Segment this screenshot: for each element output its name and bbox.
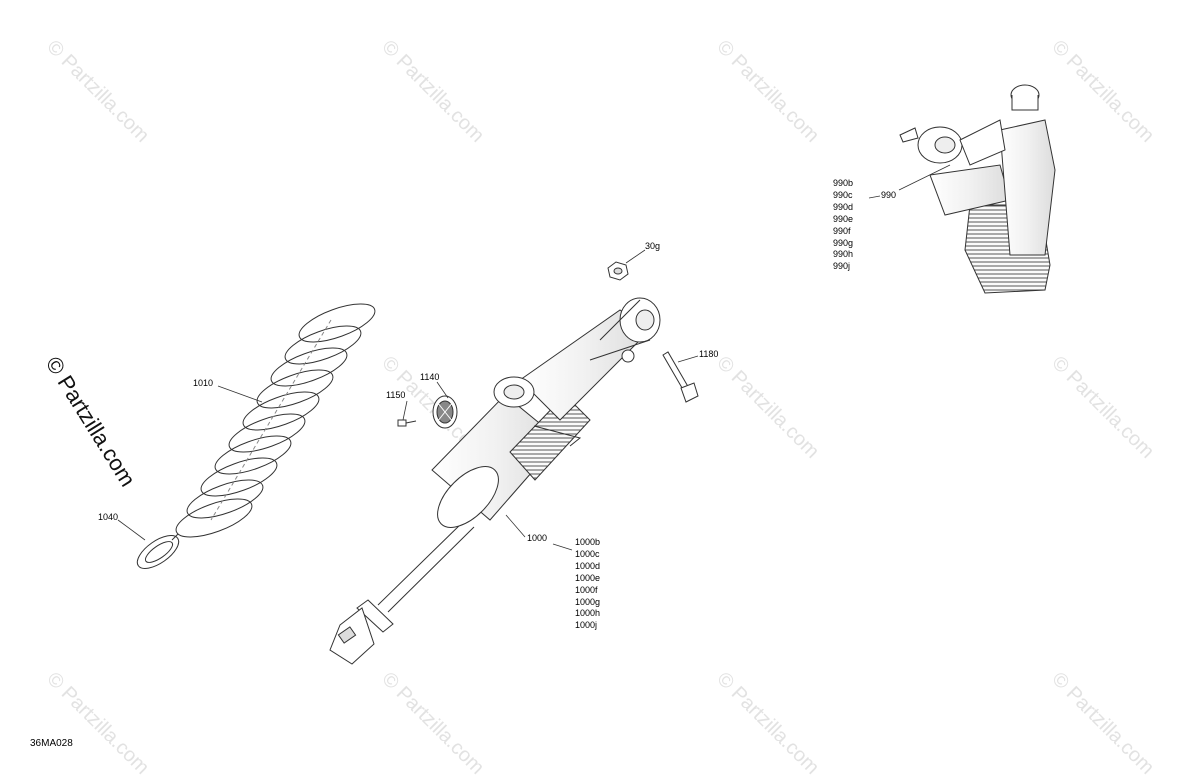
variant-list-1000: 1000b 1000c 1000d 1000e 1000f 1000g 1000… — [575, 537, 600, 632]
callout-990: 990 — [881, 190, 897, 200]
shock-assembly-990 — [899, 84, 1056, 294]
shock-absorber-1000 — [329, 297, 661, 665]
callout-1140: 1140 — [420, 372, 440, 382]
variant-list-990: 990b 990c 990d 990e 990f 990g 990h 990j — [833, 178, 853, 273]
variant-label: 1000f — [575, 584, 598, 595]
variant-label: 990j — [833, 261, 851, 272]
coil-spring-1010 — [175, 303, 376, 538]
leader-lines — [117, 164, 951, 551]
variant-label: 990h — [833, 249, 854, 260]
variant-label: 1000d — [575, 560, 601, 571]
callout-1010: 1010 — [193, 378, 214, 388]
variant-label: 990g — [833, 237, 854, 248]
variant-label: 990b — [833, 178, 854, 188]
nut-30g — [607, 261, 629, 281]
variant-label: 1000j — [575, 620, 598, 631]
retainer-ring-1040 — [136, 533, 180, 569]
variant-label: 1000b — [575, 537, 601, 547]
callout-30g: 30g — [645, 241, 661, 251]
variant-label: 1000h — [575, 608, 601, 619]
diagram-reference-code: 36MA028 — [30, 738, 73, 749]
adjuster-knob-1140 — [432, 395, 458, 429]
variant-label: 990c — [833, 189, 853, 200]
callout-1040: 1040 — [98, 512, 119, 522]
variant-label: 1000g — [575, 596, 601, 607]
variant-label: 1000e — [575, 572, 601, 583]
variant-label: 990f — [833, 225, 851, 236]
callout-1180: 1180 — [699, 349, 719, 359]
variant-label: 990d — [833, 201, 854, 212]
variant-label: 990e — [833, 213, 854, 224]
variant-label: 1000c — [575, 548, 600, 559]
callout-1150: 1150 — [386, 390, 406, 400]
screw-1150 — [397, 419, 417, 427]
bolt-1180 — [662, 351, 699, 403]
callout-1000: 1000 — [527, 533, 548, 543]
